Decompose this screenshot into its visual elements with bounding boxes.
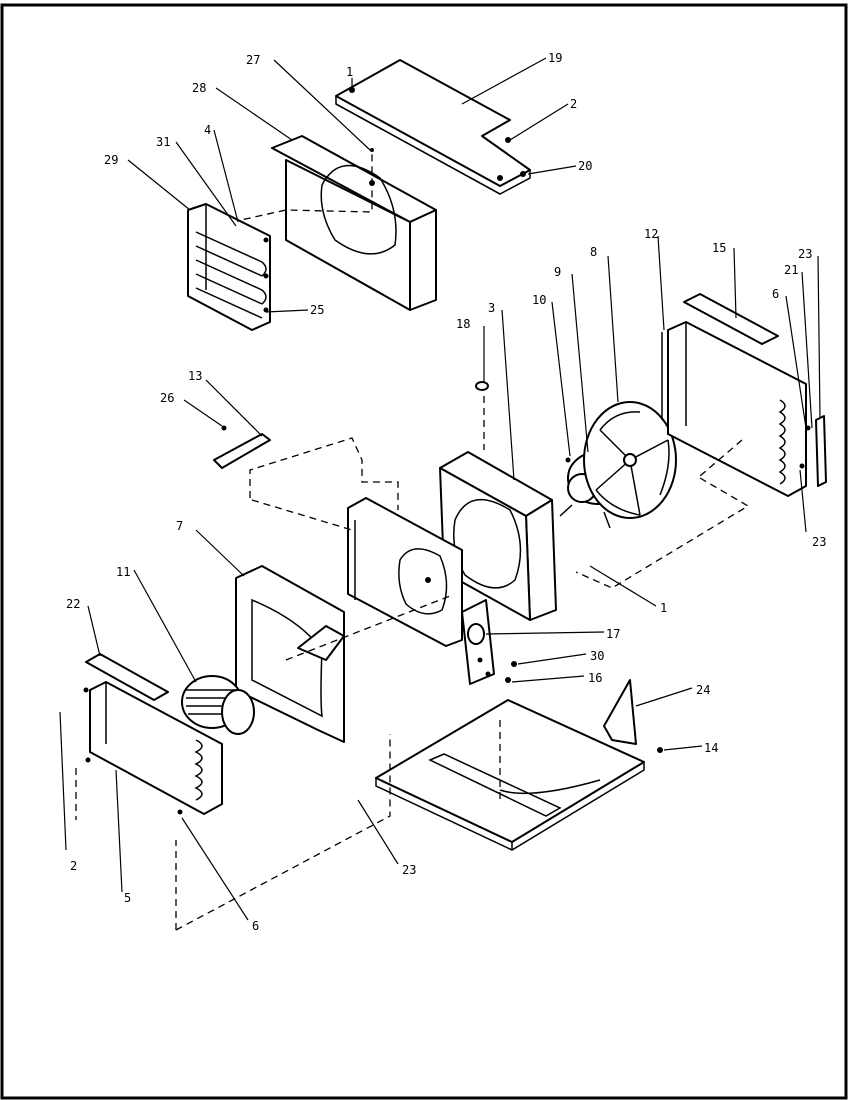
small-plate [603,679,637,745]
callout-5: 5 [124,891,131,905]
callout-10: 10 [532,293,546,307]
screw-30 [511,661,517,667]
assembly-dash-lines [75,396,750,931]
callout-1-top: 1 [346,65,353,79]
callout-12: 12 [644,227,658,241]
callout-4: 4 [204,123,211,137]
callout-27: 27 [246,53,260,67]
evaporator-coil [83,681,223,815]
callout-7: 7 [176,519,183,533]
callout-11: 11 [116,565,130,579]
callout-23-bottom: 23 [402,863,416,877]
base-pan [375,699,663,851]
callout-19: 19 [548,51,562,65]
callout-17: 17 [606,627,620,641]
callout-6-bottom: 6 [252,919,259,933]
callout-30: 30 [590,649,604,663]
condenser-coil [661,321,807,497]
callout-29: 29 [104,153,118,167]
grommet [475,381,489,391]
callout-31: 31 [156,135,170,149]
condenser-fan-blade [583,401,677,519]
callout-20: 20 [578,159,592,173]
blower-back-panel [347,497,463,647]
callout-24: 24 [696,683,710,697]
callout-25: 25 [310,303,324,317]
partition-shroud [231,135,437,311]
right-side-brackets [799,415,827,487]
callout-2-bottom: 2 [70,859,77,873]
left-top-strip [85,653,169,701]
screw-16 [505,677,511,683]
callout-18: 18 [456,317,470,331]
callout-22: 22 [66,597,80,611]
blower-scroll-housing [235,565,345,743]
callout-23-right-bottom: 23 [812,535,826,549]
top-strip [683,293,779,345]
small-bracket [213,425,271,469]
diagram-border [0,3,848,1100]
upper-coil-assembly [187,203,271,331]
callout-9: 9 [554,265,561,279]
callout-labels: 27 1 19 2 20 28 31 4 29 25 12 15 23 8 9 … [59,51,826,933]
callout-2-top: 2 [570,97,577,111]
callout-8: 8 [590,245,597,259]
callout-3: 3 [488,301,495,315]
callout-26: 26 [160,391,174,405]
blower-wheel [181,675,255,735]
control-bracket [461,599,495,685]
callout-1-mid: 1 [660,601,667,615]
callout-16: 16 [588,671,602,685]
callout-21: 21 [784,263,798,277]
callout-14: 14 [704,741,718,755]
callout-13: 13 [188,369,202,383]
callout-15: 15 [712,241,726,255]
callout-28: 28 [192,81,206,95]
top-cover-panel [335,59,531,195]
callout-23-right-top: 23 [798,247,812,261]
callout-6-right: 6 [772,287,779,301]
